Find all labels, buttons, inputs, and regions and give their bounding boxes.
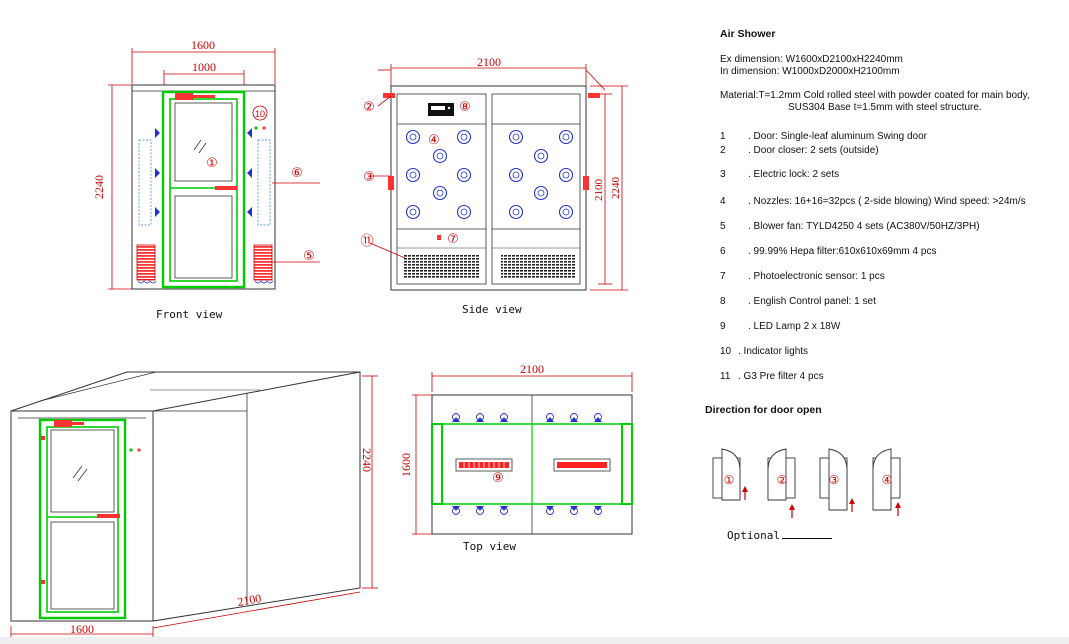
front-door-closer [175, 93, 193, 100]
dim-iso-height-label: 2240 [360, 448, 374, 472]
spec-item: 6. 99.99% Hepa filter:610x610x69mm 4 pcs [720, 246, 937, 257]
door-option-4-label: ④ [882, 473, 893, 487]
isometric-view: 1600 2100 2240 [10, 371, 378, 640]
dim-front-inner-label: 1000 [192, 60, 216, 74]
spec-material-line-1: Material:T=1.2mm Cold rolled steel with … [720, 90, 1030, 101]
top-view-label: Top view [463, 540, 516, 553]
spec-item: 4. Nozzles: 16+16=32pcs ( 2-side blowing… [720, 196, 1026, 207]
callout-3-side: ③ [363, 170, 375, 185]
spec-item: 7. Photoelectronic sensor: 1 pcs [720, 271, 885, 282]
dim-front-height-label: 2240 [92, 175, 106, 199]
front-fan-right [253, 244, 273, 281]
optional-field: Optional [727, 529, 832, 542]
top-nozzles [452, 417, 602, 511]
iso-door-frame [38, 418, 127, 620]
spec-item: 3. Electric lock: 2 sets [720, 169, 840, 180]
callout-4-side: ④ [428, 133, 440, 148]
callout-7-side: ⑦ [447, 232, 459, 247]
side-prefilter-right [501, 255, 576, 279]
front-view-label: Front view [156, 308, 223, 321]
dim-front-width [108, 48, 276, 290]
door-option-1 [712, 448, 748, 501]
callout-5-front: ⑤ [303, 249, 315, 264]
door-option-2 [767, 448, 796, 518]
side-nozzles [405, 129, 574, 220]
spec-title: Air Shower [720, 28, 776, 40]
front-fan-left [136, 244, 156, 281]
spec-item: 11. G3 Pre filter 4 pcs [720, 371, 824, 382]
spec-item: 5. Blower fan: TYLD4250 4 sets (AC380V/5… [720, 221, 980, 232]
callout-9-top: ⑨ [492, 471, 504, 486]
dim-top-depth-label: 2100 [520, 362, 544, 376]
side-prefilter-left [404, 255, 479, 279]
side-view: 2100 2100 2240 [360, 55, 628, 291]
dim-front-width-label: 1600 [191, 38, 215, 52]
door-option-3-label: ③ [829, 473, 840, 487]
callout-2-side: ② [363, 100, 375, 115]
callout-6-front: ⑥ [291, 166, 303, 181]
door-option-3 [819, 448, 855, 512]
door-direction-title: Direction for door open [705, 404, 822, 416]
door-option-2-label: ② [777, 473, 788, 487]
front-door-frame [161, 90, 246, 289]
side-view-label: Side view [462, 303, 522, 316]
spec-material-line-2: SUS304 Base t=1.5mm with steel structure… [788, 102, 982, 113]
top-view: 2100 1600 ⑨ [399, 362, 633, 535]
dim-side-depth-label: 2100 [477, 55, 501, 69]
dim-top-width-label: 1600 [399, 453, 413, 477]
callout-1-front: ① [206, 156, 218, 171]
spec-in-dimension: In dimension: W1000xD2000xH2100mm [720, 66, 900, 77]
front-door-handle [215, 186, 237, 190]
specification-panel: Air Shower Ex dimension: W1600xD2100xH22… [720, 28, 1065, 114]
optional-label: Optional [727, 529, 780, 542]
spec-item: 1. Door: Single-leaf aluminum Swing door [720, 131, 927, 142]
spec-item: 2. Door closer: 2 sets (outside) [720, 145, 879, 156]
door-direction-diagrams: ① ② ③ ④ [712, 448, 901, 518]
callout-8-side: ⑧ [459, 100, 471, 115]
door-option-1-label: ① [724, 473, 735, 487]
callout-11-side: ⑪ [360, 234, 373, 249]
front-view: 1600 1000 2240 [92, 38, 320, 290]
door-option-4 [872, 448, 901, 516]
spec-item: 8. English Control panel: 1 set [720, 296, 876, 307]
dim-side-inner-height-label: 2100 [593, 179, 605, 202]
bottom-scroll-strip [0, 637, 1069, 644]
optional-blank-line [781, 538, 832, 539]
spec-item: 9. LED Lamp 2 x 18W [720, 321, 841, 332]
dim-iso-depth-label: 2100 [236, 591, 262, 609]
dim-iso-width-label: 1600 [70, 622, 94, 636]
spec-ex-dimension: Ex dimension: W1600xD2100xH2240mm [720, 54, 903, 65]
dim-side-height-label: 2240 [610, 177, 622, 200]
spec-item: 10. Indicator lights [720, 346, 809, 357]
callout-10-front: 10 [255, 109, 265, 119]
